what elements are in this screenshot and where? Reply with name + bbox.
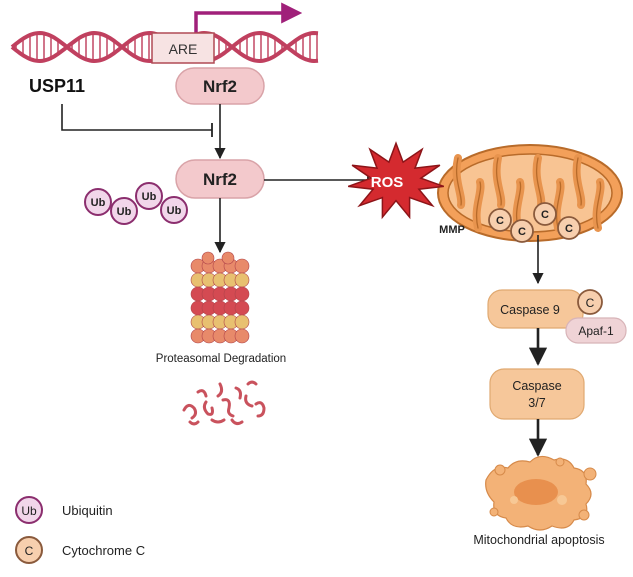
- apaf1-label: Apaf-1: [578, 324, 614, 338]
- legend: Ub Ubiquitin C Cytochrome C: [15, 496, 145, 564]
- svg-text:Ub: Ub: [91, 197, 106, 209]
- mitochondrion-icon: [437, 144, 623, 242]
- nrf2-mid-node: Nrf2: [175, 159, 265, 199]
- caspase9-label: Caspase 9: [500, 303, 560, 317]
- ubiquitin-circle: Ub: [135, 182, 163, 210]
- are-label: ARE: [169, 41, 198, 57]
- ubiquitin-circle: Ub: [160, 196, 188, 224]
- legend-ubiquitin: Ub Ubiquitin: [15, 496, 113, 524]
- transcription-arrow: [194, 2, 303, 36]
- svg-text:C: C: [586, 296, 595, 310]
- svg-text:Ub: Ub: [142, 191, 157, 203]
- cytochrome-c-circle: C: [510, 219, 534, 243]
- legend-cytochrome-c: C Cytochrome C: [15, 536, 145, 564]
- usp11-inhibition-line: [61, 104, 212, 131]
- caspase37-label-line1: Caspase: [512, 379, 561, 393]
- nrf2-top-node: Nrf2: [175, 67, 265, 105]
- ros-label: ROS: [371, 174, 404, 191]
- legend-c-symbol: C: [25, 544, 34, 558]
- mmp-label: MMP: [439, 224, 465, 236]
- caspase37-label-line2: 3/7: [528, 396, 545, 410]
- svg-text:C: C: [518, 226, 526, 238]
- caspase9-node: Caspase 9: [487, 289, 584, 329]
- mitochondrial-apoptosis-label: Mitochondrial apoptosis: [473, 533, 604, 547]
- are-element: ARE: [151, 32, 215, 64]
- svg-text:C: C: [541, 209, 549, 221]
- ubiquitin-circle: Ub: [84, 188, 112, 216]
- apaf1-node: Apaf-1: [565, 317, 627, 344]
- nrf2-top-label: Nrf2: [203, 77, 237, 96]
- cytochrome-c-circle: C: [533, 202, 557, 226]
- proteasome-icon: [190, 251, 250, 344]
- ros-burst-icon: ROS: [347, 141, 445, 220]
- cytochrome-c-circle: C: [557, 216, 581, 240]
- svg-text:Ub: Ub: [117, 206, 132, 218]
- svg-text:C: C: [496, 215, 504, 227]
- cytochrome-c-group: C C C C: [488, 202, 581, 243]
- usp11-label: USP11: [29, 76, 85, 96]
- svg-text:C: C: [565, 223, 573, 235]
- proteasomal-degradation-label: Proteasomal Degradation: [156, 353, 286, 365]
- legend-cytochrome-c-label: Cytochrome C: [62, 543, 145, 558]
- legend-ub-symbol: Ub: [21, 504, 37, 518]
- caspase9-cytochrome-c: C: [577, 289, 603, 315]
- legend-ubiquitin-label: Ubiquitin: [62, 503, 113, 518]
- apoptotic-cell-icon: [485, 455, 597, 531]
- ubiquitin-circle: Ub: [110, 197, 138, 225]
- caspase37-node: Caspase 3/7: [489, 368, 585, 420]
- peptide-fragments-icon: [182, 380, 266, 426]
- cytochrome-c-circle: C: [488, 208, 512, 232]
- nrf2-mid-label: Nrf2: [203, 170, 237, 189]
- svg-text:Ub: Ub: [167, 205, 182, 217]
